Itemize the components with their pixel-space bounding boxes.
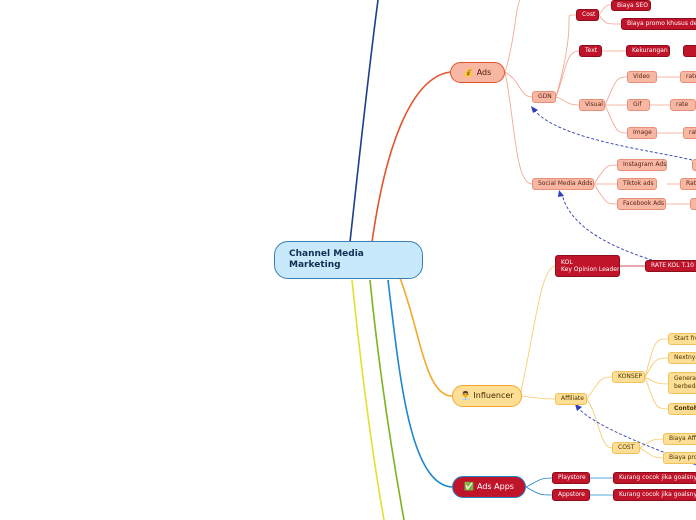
relation-social-to-gdn xyxy=(533,109,693,161)
branch-yellow xyxy=(351,279,385,520)
visual-item-rate[interactable]: rate xyxy=(680,71,696,83)
gdn-visual[interactable]: Visual xyxy=(579,99,605,111)
branch-influencer xyxy=(399,277,453,397)
kol-rate[interactable]: RATE KOL T.10 C xyxy=(645,260,696,272)
ads-cost[interactable]: Cost xyxy=(576,9,599,21)
visual-item[interactable]: Image xyxy=(627,127,657,139)
person-icon: 👨‍💼 xyxy=(460,391,471,400)
branch-olive xyxy=(369,279,405,520)
apps-playstore[interactable]: Playstore xyxy=(552,472,590,484)
influencer-kol[interactable]: KOL Key Opinion Leader xyxy=(555,255,620,277)
konsep-item[interactable]: Genera berbeda xyxy=(668,372,696,394)
social-item-child[interactable]: F xyxy=(690,198,696,210)
central-topic-label: Channel Media Marketing xyxy=(289,249,364,270)
topic-ads[interactable]: 💰 Ads xyxy=(450,62,505,83)
visual-item[interactable]: Video xyxy=(627,71,657,83)
gdn-text-child-stub xyxy=(683,45,696,57)
gdn[interactable]: GDN xyxy=(532,91,556,103)
social-item[interactable]: Facebook Ads xyxy=(617,198,666,210)
gdn-text-child[interactable]: Kekurangan xyxy=(626,45,670,57)
social-item-child[interactable]: Rate xyxy=(680,178,696,190)
branch-ads-apps xyxy=(387,279,453,488)
social-item-child-stub xyxy=(692,159,696,171)
money-bag-icon: 💰 xyxy=(463,67,474,77)
affiliate-cost[interactable]: COST xyxy=(612,442,640,454)
social-item[interactable]: Tiktok ads xyxy=(617,178,657,190)
relation-kol-to-social xyxy=(561,193,653,261)
topic-ads-apps-label: Ads Apps xyxy=(477,482,514,491)
affiliate-konsep[interactable]: KONSEP xyxy=(612,371,645,383)
gdn-text[interactable]: Text xyxy=(579,45,602,57)
affiliate[interactable]: Affiliate xyxy=(555,393,587,405)
social-media-adds[interactable]: Social Media Adds xyxy=(532,178,594,190)
affiliate-cost-item[interactable]: Biaya Affil xyxy=(663,433,696,445)
topic-influencer[interactable]: 👨‍💼 Influencer xyxy=(452,385,522,407)
ads-cost-item[interactable]: Biaya promo khusus de xyxy=(621,18,696,30)
central-topic[interactable]: Channel Media Marketing xyxy=(274,241,423,279)
check-mark-icon: ✅ xyxy=(464,482,475,491)
social-item[interactable]: Instagram Ads xyxy=(617,159,667,171)
visual-item-rate[interactable]: rate xyxy=(683,127,696,139)
affiliate-cost-item[interactable]: Biaya prom xyxy=(663,452,696,464)
visual-item-rate[interactable]: rate xyxy=(670,99,696,111)
branch-navy xyxy=(349,0,379,243)
branch-ads xyxy=(371,71,451,243)
apps-appstore-note[interactable]: Kurang cocok jika goalsnya a xyxy=(613,489,696,501)
konsep-item[interactable]: Nextnya xyxy=(668,352,696,364)
ads-cost-item[interactable]: Biaya SEO xyxy=(611,0,651,11)
konsep-item[interactable]: Start fro xyxy=(668,333,696,345)
relation-affiliate-cost xyxy=(577,407,696,466)
topic-influencer-label: Influencer xyxy=(473,391,514,400)
visual-item[interactable]: Gif xyxy=(627,99,650,111)
topic-ads-label: Ads xyxy=(476,67,492,77)
konsep-item[interactable]: Contoh xyxy=(668,403,696,415)
apps-appstore[interactable]: Appstore xyxy=(552,489,590,501)
apps-playstore-note[interactable]: Kurang cocok jika goalsnya a xyxy=(613,472,696,484)
topic-ads-apps[interactable]: ✅ Ads Apps xyxy=(452,476,526,498)
